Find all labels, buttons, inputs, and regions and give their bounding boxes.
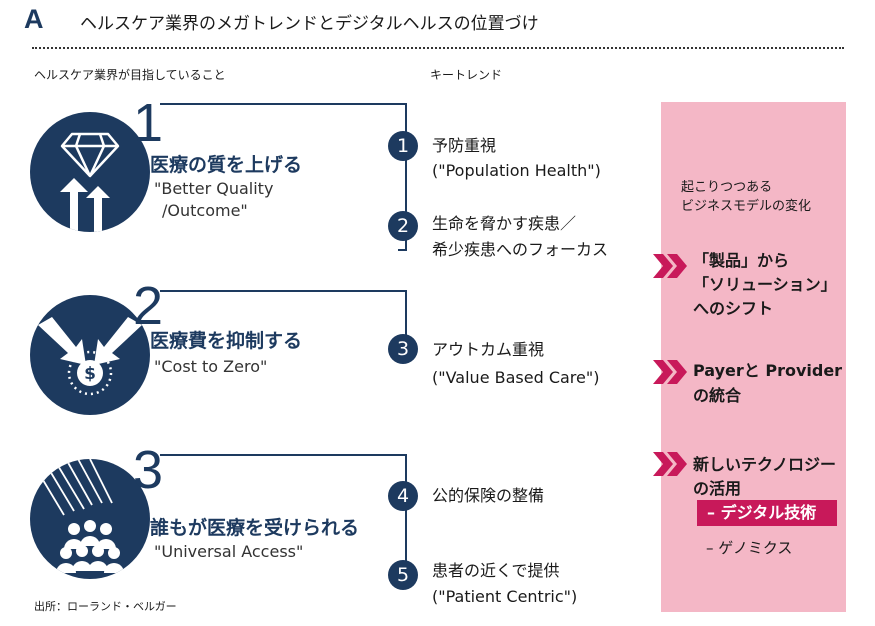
coin-squeeze-icon: $	[38, 317, 142, 396]
goal-2-circle: $	[30, 295, 150, 415]
change-2-line-1: Payerと Provider	[693, 361, 843, 380]
business-model-panel	[661, 102, 846, 612]
trend-2-label: 生命を脅かす疾患／	[432, 214, 577, 233]
goal-1-subtitle-1: "Better Quality	[154, 179, 274, 198]
trend-3-label: アウトカム重視	[432, 340, 545, 359]
trend-3-sublabel: ("Value Based Care")	[432, 368, 600, 387]
genomics-label: – ゲノミクス	[706, 539, 793, 557]
trend-1-number: 1	[388, 131, 418, 161]
diamond-arrows-icon	[60, 132, 120, 232]
source-note: 出所：ローランド・ベルガー	[34, 600, 177, 613]
chevron-right-icon	[653, 360, 687, 384]
trend-4-label: 公的保険の整備	[432, 486, 545, 505]
goal-1-title: 医療の質を上げる	[150, 154, 303, 176]
goal-2-number: 2	[133, 276, 164, 336]
goal-1-circle	[30, 112, 150, 232]
change-1-line-3: へのシフト	[693, 299, 774, 318]
trend-2-sublabel: 希少疾患へのフォーカス	[432, 240, 609, 259]
goal-3-title: 誰もが医療を受けられる	[150, 517, 360, 539]
crowd-icon	[33, 459, 124, 573]
trend-5-sublabel: ("Patient Centric")	[432, 587, 578, 606]
change-1-line-2: 「ソリューション」	[693, 275, 837, 294]
goal-1-number: 1	[133, 93, 164, 153]
panel-heading-2: ビジネスモデルの変化	[681, 199, 812, 214]
page-title: ヘルスケア業界のメガトレンドとデジタルヘルスの位置づけ	[80, 14, 539, 34]
goal-3-circle	[30, 459, 150, 579]
trend-5-number: 5	[388, 560, 418, 590]
section-letter: A	[24, 4, 44, 34]
goal-3-subtitle: "Universal Access"	[154, 542, 304, 561]
trend-3-number: 3	[388, 334, 418, 364]
goal-3-number: 3	[133, 440, 164, 500]
svg-text:$: $	[84, 364, 96, 384]
change-1-line-1: 「製品」から	[693, 251, 790, 270]
trend-4-number: 4	[388, 481, 418, 511]
left-column-heading: ヘルスケア業界が目指していること	[34, 68, 226, 82]
chevron-right-icon	[653, 452, 687, 476]
trend-5-label: 患者の近くで提供	[432, 561, 560, 580]
dotted-divider	[32, 47, 844, 49]
right-column-heading: キートレンド	[430, 68, 503, 82]
goal-1-subtitle-2: /Outcome"	[162, 201, 248, 220]
digital-technology-highlight: – デジタル技術	[697, 500, 837, 526]
trend-2-number: 2	[388, 211, 418, 241]
trend-1-sublabel: ("Population Health")	[432, 161, 601, 180]
trend-1-label: 予防重視	[432, 136, 497, 155]
change-3-line-2: の活用	[693, 479, 742, 498]
change-3-line-1: 新しいテクノロジー	[693, 455, 837, 474]
chevron-right-icon	[653, 254, 687, 278]
connector-goal-1	[160, 103, 407, 251]
goal-2-title: 医療費を抑制する	[150, 330, 303, 352]
change-2-line-2: の統合	[693, 386, 742, 405]
panel-heading-1: 起こりつつある	[681, 180, 773, 195]
goal-2-subtitle: "Cost to Zero"	[154, 357, 268, 376]
